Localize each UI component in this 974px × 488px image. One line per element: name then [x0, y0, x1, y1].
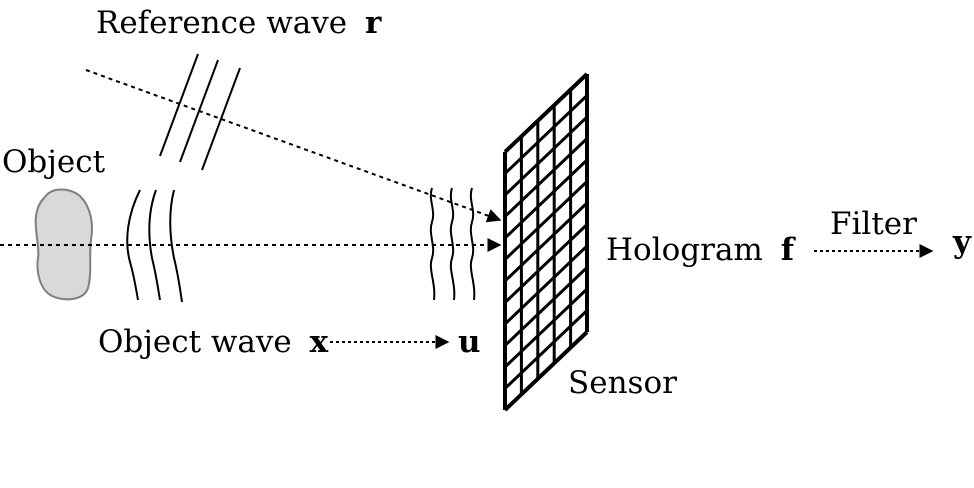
- sensor-grid-row-line: [503, 72, 589, 154]
- object-shape: [34, 188, 93, 301]
- sensor-grid-row-line: [503, 115, 589, 197]
- output-symbol: y: [952, 224, 972, 260]
- reference-beam-arrow: [85, 69, 502, 223]
- object-wave-label: Object wave x: [98, 324, 329, 360]
- sensor-grid-row-line: [503, 244, 589, 326]
- reference-wavefronts: [159, 53, 241, 171]
- sensor-grid-row-line: [503, 137, 589, 218]
- filter-label: Filter: [830, 206, 917, 242]
- sensor-grid-row-line: [503, 158, 589, 240]
- reference-wave-label: Reference wave r: [96, 5, 382, 41]
- object-wavefronts-near: [126, 189, 183, 303]
- sensor-grid-row-line: [503, 94, 589, 175]
- sensor-grid-row-line: [503, 201, 589, 283]
- sensor-grid-row-line: [503, 180, 589, 261]
- sensor-grid: [503, 72, 589, 412]
- sensor-label: Sensor: [568, 365, 677, 401]
- sensor-grid-row-line: [503, 330, 589, 412]
- propagated-field-symbol: u: [458, 324, 481, 360]
- object-label: Object: [2, 144, 106, 180]
- sensor-grid-row-line: [503, 287, 589, 369]
- sensor-grid-row-line: [503, 223, 589, 304]
- sensor-grid-row-line: [503, 266, 589, 347]
- sensor-grid-row-line: [503, 309, 589, 390]
- object-wavefronts-far: [429, 187, 476, 301]
- hologram-label: Hologram f: [606, 232, 796, 268]
